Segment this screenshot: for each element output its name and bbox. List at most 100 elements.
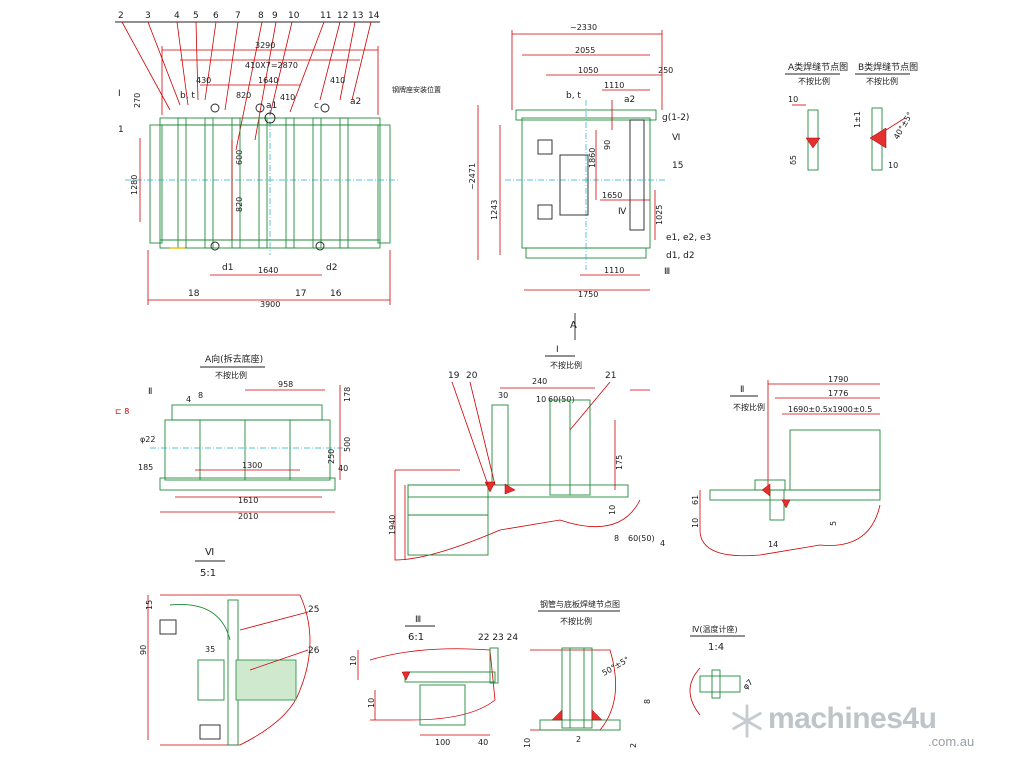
view-a-2010: 2010: [238, 512, 258, 521]
weld-b-detail: B类焊缝节点图 不按比例 1±1 40°±5° 10: [853, 61, 918, 171]
view-a-sub: 不按比例: [215, 370, 247, 380]
snowflake-icon: [732, 704, 762, 738]
detail-iv-scale: 1:4: [708, 642, 724, 653]
dim-2471: ~2471: [468, 163, 477, 190]
dim-90: 90: [603, 140, 612, 150]
detail-ii-61: 61: [691, 495, 700, 505]
label-g: g(1-2): [662, 113, 689, 123]
view-a-II: Ⅱ: [148, 387, 152, 397]
detail-i-10b: 10: [608, 505, 617, 515]
dim-1640-top: 1640: [258, 76, 278, 85]
callout-4: 4: [174, 11, 180, 21]
dim-270: 270: [133, 93, 142, 108]
detail-vi-15: 15: [145, 600, 154, 610]
view-a-250: 250: [327, 449, 336, 464]
part-17: 17: [295, 289, 306, 299]
detail-iii-title: Ⅲ: [415, 615, 421, 625]
detail-ii-1790: 1790: [828, 375, 848, 384]
weld-b-title: B类焊缝节点图: [858, 61, 918, 73]
dim-1050: 1050: [578, 66, 598, 75]
label-b-t: b, t: [180, 91, 195, 101]
label-a1: a1: [266, 101, 277, 111]
detail-i-30: 30: [498, 391, 508, 400]
detail-iii-scale: 6:1: [408, 632, 424, 643]
detail-i-10: 10: [536, 395, 546, 404]
dim-3900: 3900: [260, 300, 280, 309]
callout-11: 11: [320, 11, 331, 21]
view-a-phi: φ22: [140, 435, 155, 444]
dim-pitch: 410X7=2870: [245, 61, 298, 70]
label-d1: d1: [222, 263, 233, 273]
detail-ii-1776: 1776: [828, 389, 848, 398]
detail-vi: Ⅵ 5:1 15 90 35 25 26: [139, 547, 320, 746]
detail-iii-10b: 10: [367, 698, 376, 708]
roman-III: Ⅲ: [664, 267, 670, 277]
callout-5: 5: [193, 11, 199, 21]
weld-tube-angle: 50°±5°: [601, 655, 631, 678]
weld-a-detail: A类焊缝节点图 不按比例 10 δ5: [785, 61, 848, 171]
view-a-c8: ⊏ 8: [115, 407, 129, 416]
detail-vi-scale: 5:1: [200, 568, 216, 579]
label-d2: d2: [326, 263, 337, 273]
detail-i-sub: 不按比例: [550, 360, 582, 370]
dim-3290: 3290: [255, 41, 275, 50]
part-16: 16: [330, 289, 342, 299]
dim-410-a: 410: [280, 93, 295, 102]
detail-i-1940: 1940: [388, 515, 397, 535]
dim-1280: 1280: [130, 175, 139, 195]
part-1: 1: [118, 125, 124, 135]
view-a: A向(拆去底座) 不按比例 Ⅱ ⊏ 8 φ22 185 8 4 958 178 …: [115, 353, 352, 521]
view-a-8: 8: [198, 391, 203, 400]
roman-I: Ⅰ: [118, 89, 121, 99]
detail-i-240: 240: [532, 377, 547, 386]
dim-820: 820: [236, 91, 251, 100]
detail-vi-25: 25: [308, 605, 319, 615]
roman-IV: Ⅳ: [618, 207, 627, 217]
weld-a-sub: 不按比例: [798, 76, 830, 86]
roman-VI: Ⅵ: [672, 133, 680, 143]
detail-i-60: 60(50): [548, 395, 575, 404]
dim-1650: 1650: [602, 191, 622, 200]
view-a-40: 40: [338, 464, 348, 473]
weld-tube-sub: 不按比例: [560, 616, 592, 626]
detail-iii: Ⅲ 6:1 22 23 24 10 10 100 40: [349, 615, 518, 747]
callout-10: 10: [288, 11, 300, 21]
callout-12: 12: [337, 11, 348, 21]
weld-tube-10: 10: [523, 738, 532, 748]
dim-430: 430: [196, 76, 211, 85]
detail-iv-title: Ⅳ(温度计座): [692, 624, 738, 634]
view-a-178: 178: [343, 387, 352, 402]
dim-1025: 1025: [655, 205, 664, 225]
note-nameplate: 钢牌座安装位置: [392, 85, 441, 94]
dim-1243: 1243: [490, 200, 499, 220]
weld-tube-title: 钢管与底板焊缝节点图: [540, 599, 620, 609]
watermark-brand: machines4u: [768, 702, 937, 735]
watermark-logo: machines4u .com.au: [728, 700, 1018, 750]
part-15: 15: [672, 161, 683, 171]
side-view: ~2330 2055 1050 250 1110 b, t a2 g(1-2) …: [468, 23, 711, 340]
detail-ii-pitch: 1690±0.5x1900±0.5: [788, 405, 872, 414]
detail-i-8: 8: [614, 534, 619, 543]
detail-ii-5: 5: [829, 521, 838, 526]
dim-410-b: 410: [330, 76, 345, 85]
view-a-1300: 1300: [242, 461, 262, 470]
view-a-500: 500: [343, 437, 352, 452]
label-side-b-t: b, t: [566, 91, 581, 101]
callout-7: 7: [235, 11, 241, 21]
detail-i-4: 4: [660, 539, 665, 548]
detail-iii-parts: 22 23 24: [478, 633, 518, 643]
weld-b-angle: 40°±5°: [892, 111, 915, 141]
view-a-185: 185: [138, 463, 153, 472]
callout-14: 14: [368, 11, 380, 21]
view-a-title: A向(拆去底座): [205, 353, 263, 365]
label-side-a2: a2: [624, 95, 635, 105]
view-a-958: 958: [278, 380, 293, 389]
weld-tube-2b: 2: [629, 743, 638, 748]
dim-1860: 1860: [588, 148, 597, 168]
dim-1110-top: 1110: [604, 81, 624, 90]
detail-i-19: 19: [448, 371, 460, 381]
weld-b-1: 1±1: [853, 111, 862, 128]
view-arrow-A: A: [570, 320, 577, 331]
dim-250: 250: [658, 66, 673, 75]
weld-a-d5: δ5: [789, 155, 798, 165]
